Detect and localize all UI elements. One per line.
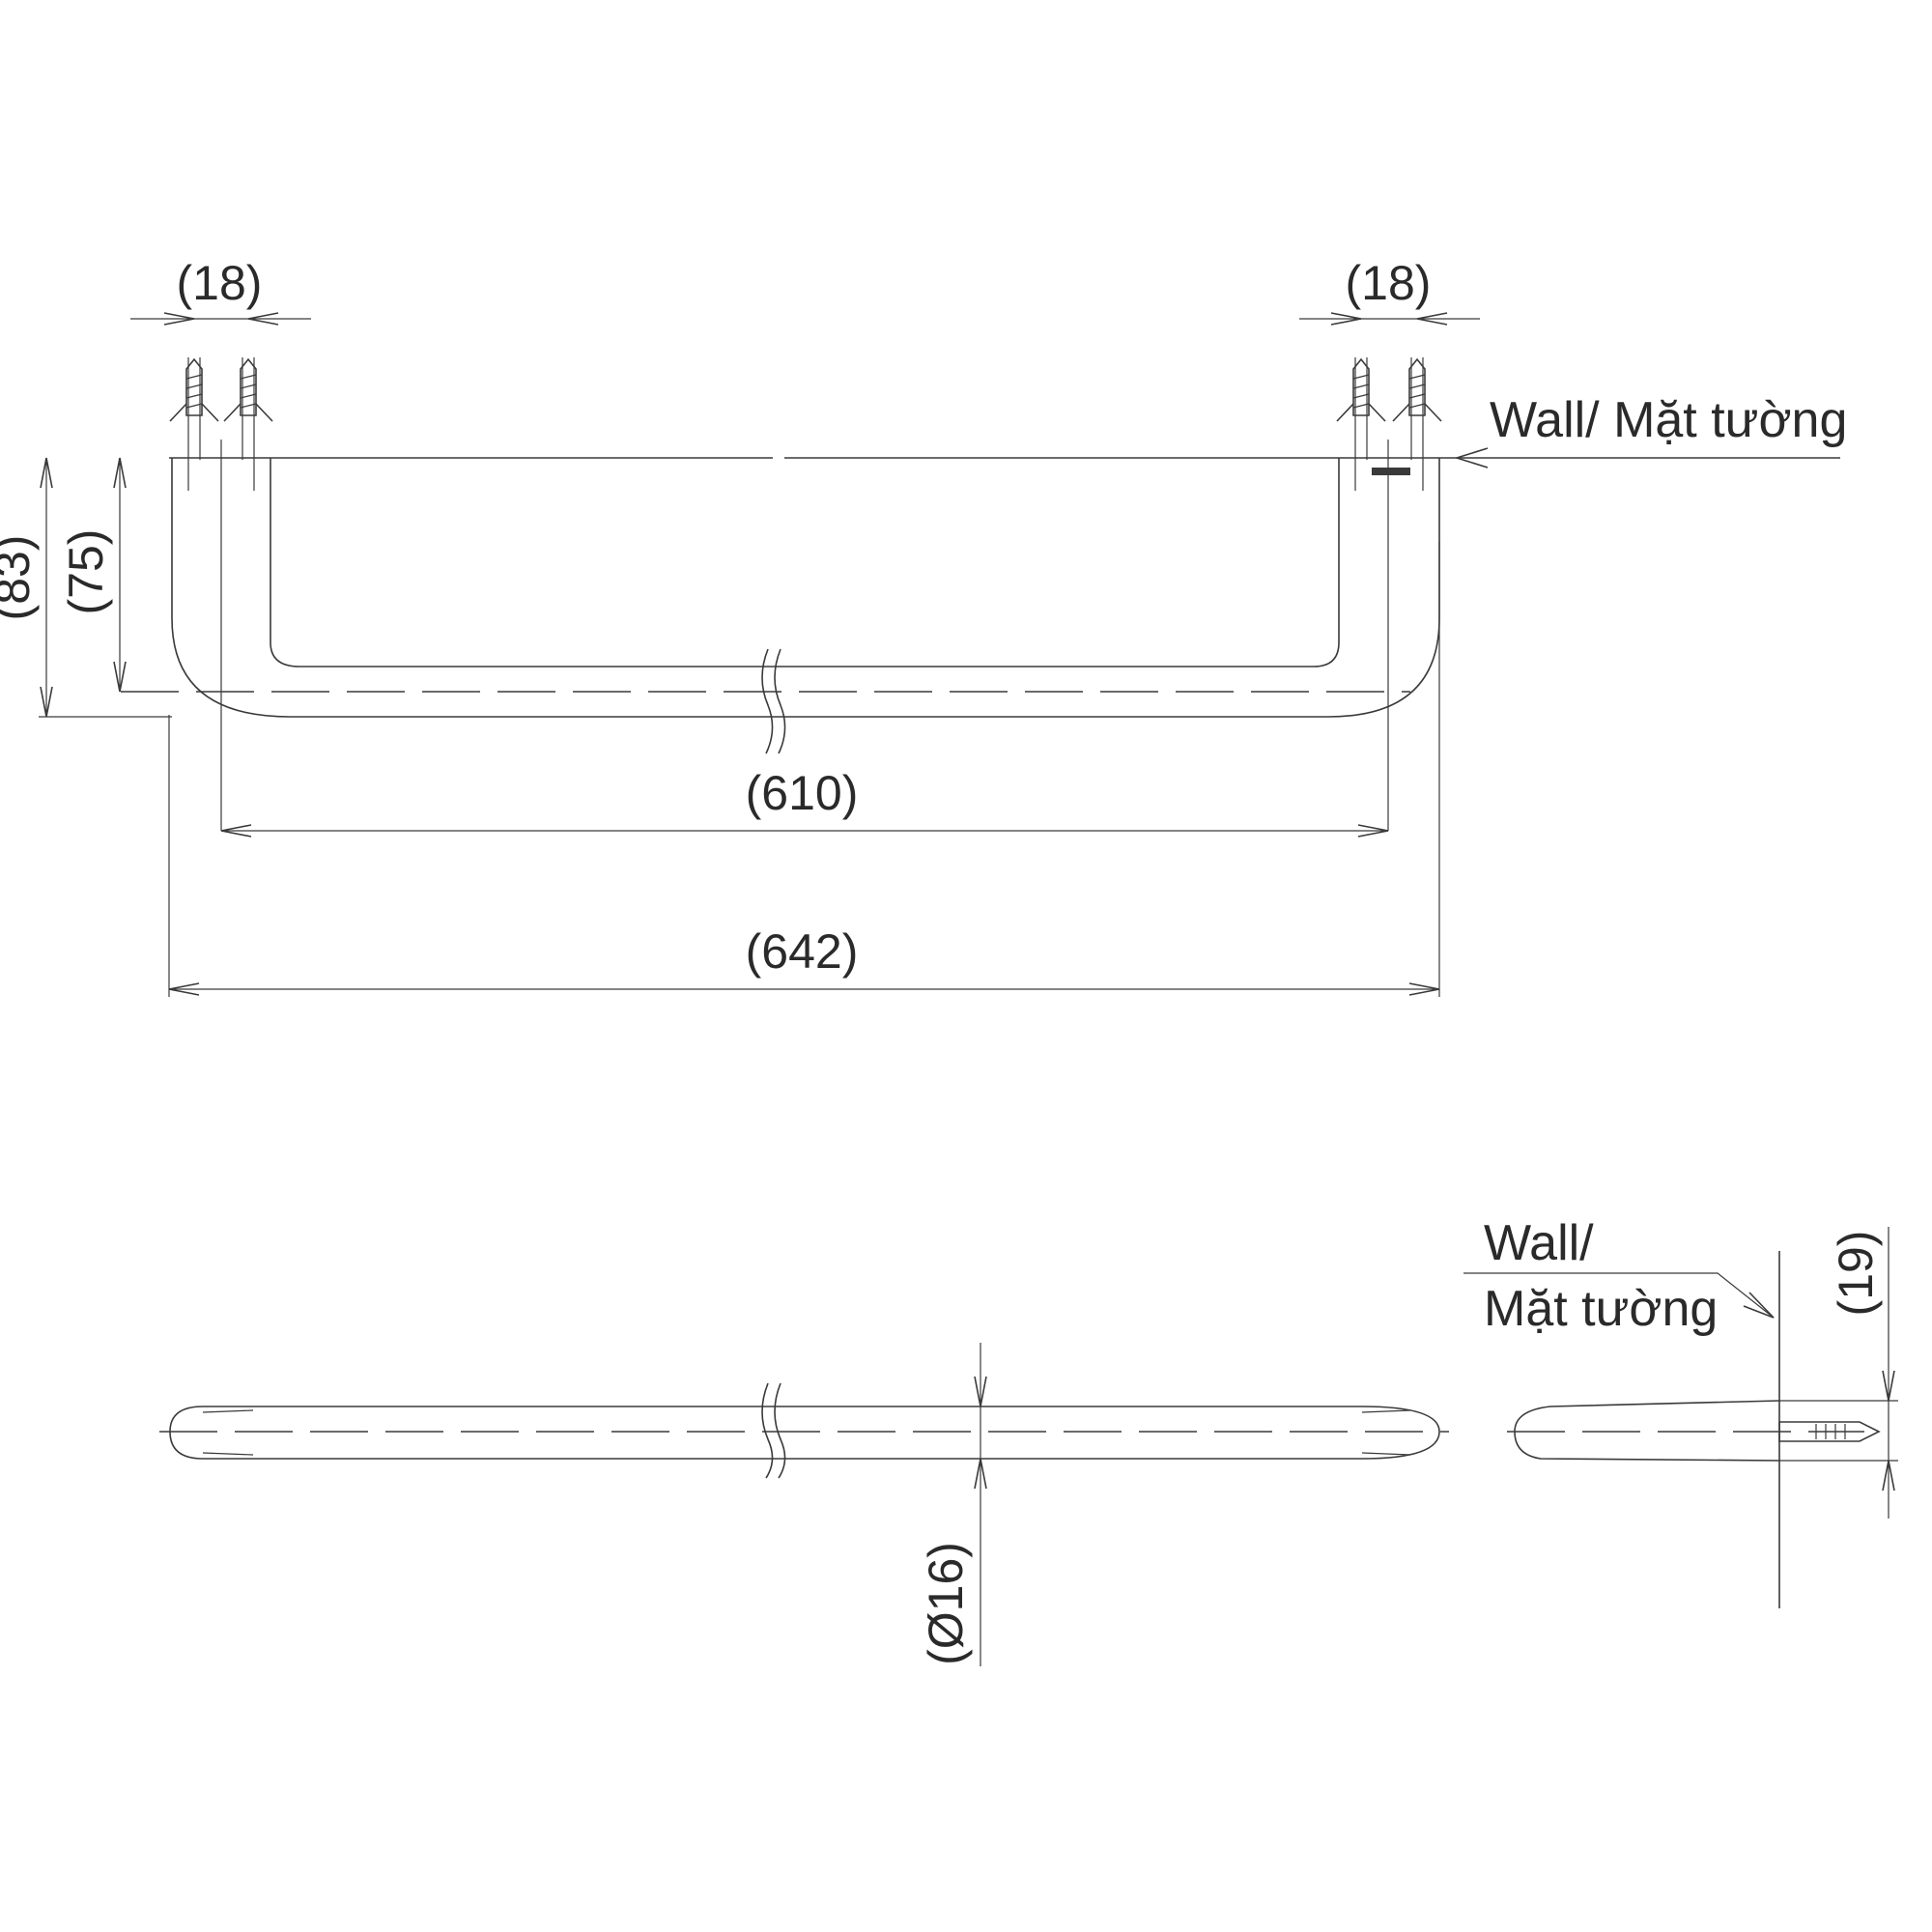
right-anchors (1336, 357, 1442, 491)
wall-label-top: Wall/ Mặt tường (1490, 392, 1847, 448)
bracket-side-outline (1514, 1400, 1780, 1462)
dim-centerline-projection: (75) (59, 529, 113, 615)
mounting-screw-icon (1778, 1421, 1881, 1442)
anchor-screw-icon (169, 357, 219, 491)
side-view: Wall/ Mặt tường (19) (1463, 1215, 1898, 1608)
break-symbol (761, 648, 774, 754)
anchor-screw-icon (1336, 357, 1386, 491)
dim-center-to-center: (610) (746, 766, 859, 820)
towel-bar-inner (270, 458, 1340, 668)
bar-front-outline (169, 1406, 1440, 1460)
towel-bar-outer (171, 458, 1440, 718)
dim-overall-length: (642) (746, 924, 859, 979)
dim-bar-diameter: (Ø16) (919, 1542, 973, 1665)
dim-total-projection: (83) (0, 535, 40, 621)
left-anchors (169, 357, 273, 491)
anchor-screw-icon (223, 357, 273, 491)
wall-label-side-line2: Mặt tường (1484, 1281, 1718, 1337)
dim-left-anchor-spacing: (18) (177, 256, 263, 310)
top-view: (18) (18) Wall/ Mặt tường (83) (75) (610… (0, 256, 1847, 997)
logo-mark (1372, 468, 1410, 475)
wall-label-side-line1: Wall/ (1484, 1215, 1594, 1271)
front-view: (Ø16) (159, 1343, 1449, 1666)
anchor-screw-icon (1392, 357, 1442, 491)
dim-right-anchor-spacing: (18) (1346, 256, 1432, 310)
dim-mount-height: (19) (1829, 1231, 1883, 1317)
